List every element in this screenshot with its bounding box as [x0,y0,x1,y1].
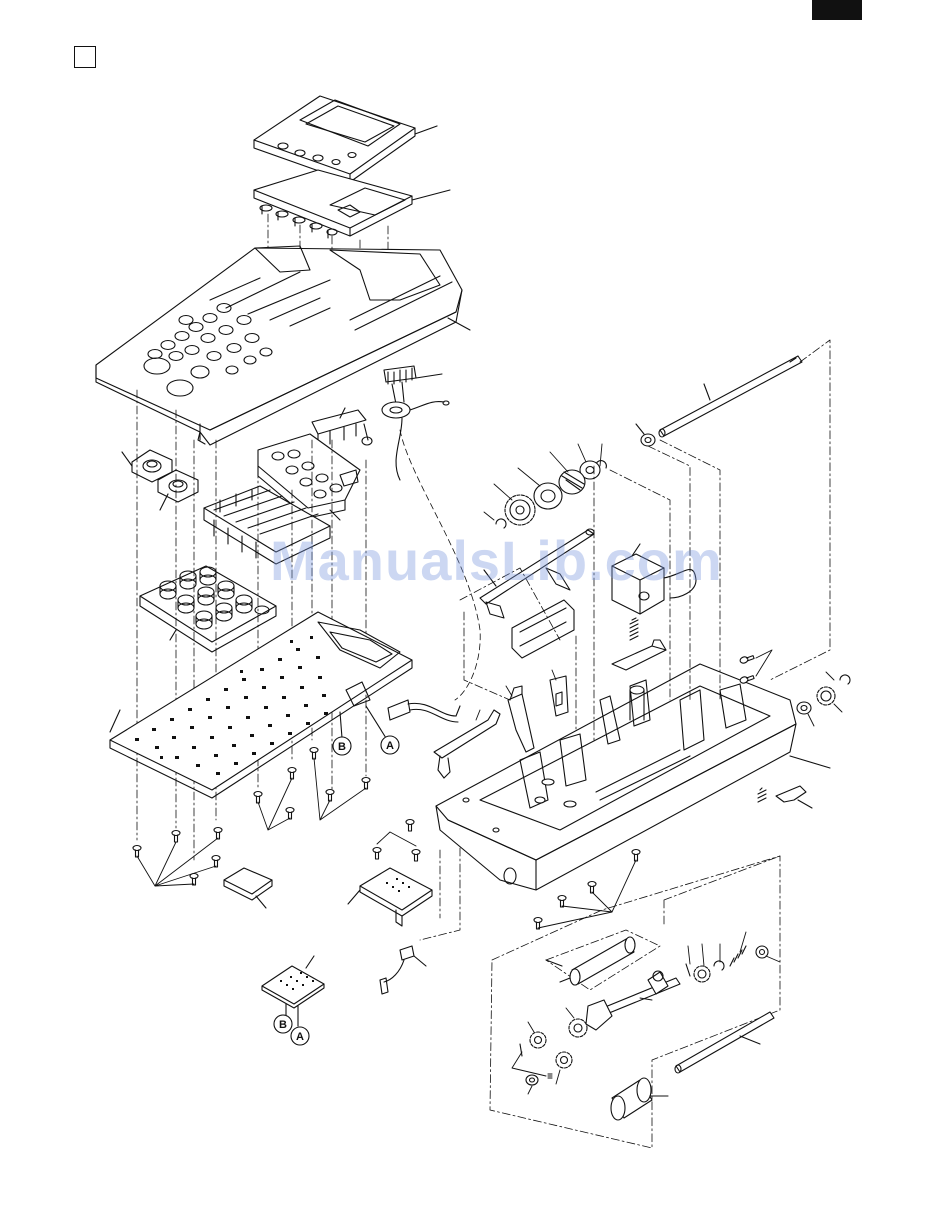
exit-roller-shaft [675,1012,774,1073]
callout-a-main: A [381,736,399,754]
spring-and-arm [612,618,666,670]
long-shaft-top [659,356,802,437]
leader-line [366,706,386,738]
gear-clutch-train [496,461,606,528]
sensor-harness [380,946,414,994]
sensor-pwb [360,868,432,926]
screw-leaders [377,832,416,846]
leader-line [122,452,132,466]
drive-gears [520,1019,587,1085]
svg-text:A: A [296,1031,304,1043]
e-ring [496,519,506,528]
leader-line [416,374,442,378]
sub-pwb [262,966,324,1026]
panel-pwb [110,612,412,798]
screw-leaders [538,860,636,928]
e-ring [714,961,724,970]
callout-b-sub: B [274,1015,292,1033]
leader-line [790,756,830,768]
watermark: ManualsLib.com [270,528,723,593]
leader-line [170,630,176,640]
leader-line [340,712,342,738]
svg-text:A: A [386,740,394,752]
pickup-roller [560,937,635,985]
screws-right [739,654,754,684]
lower-cabinet [436,664,796,890]
exit-roller [611,1078,652,1120]
harness-with-core [382,366,449,480]
rubber-contact-keys [140,566,276,652]
leader-line [110,710,120,732]
leader-line [704,384,710,400]
screws-sensor [373,820,420,862]
leader-line [348,890,360,904]
right-gear-set [797,675,850,714]
callout-a-sub: A [291,1027,309,1045]
svg-text:B: B [338,741,346,753]
bushing-top [641,434,655,446]
leader-line [456,706,460,716]
leader-line [306,956,314,968]
leader-line [160,494,168,510]
leader-line [256,896,266,908]
e-ring [840,675,850,684]
flat-cable [388,700,458,722]
start-stop-keys [132,450,198,502]
screw-leaders [756,650,772,676]
release-lever-right [758,786,806,802]
leader-line [412,190,450,200]
leader-line [415,126,437,134]
leader-line [546,960,562,966]
leader-line [798,800,812,808]
leader-line [414,956,426,966]
callout-b-main: B [333,737,351,755]
leader-line [636,424,644,434]
sponge-pad [224,868,272,900]
svg-text:B: B [279,1019,287,1031]
display-window-cover [254,96,415,182]
leader-line [740,1036,760,1044]
